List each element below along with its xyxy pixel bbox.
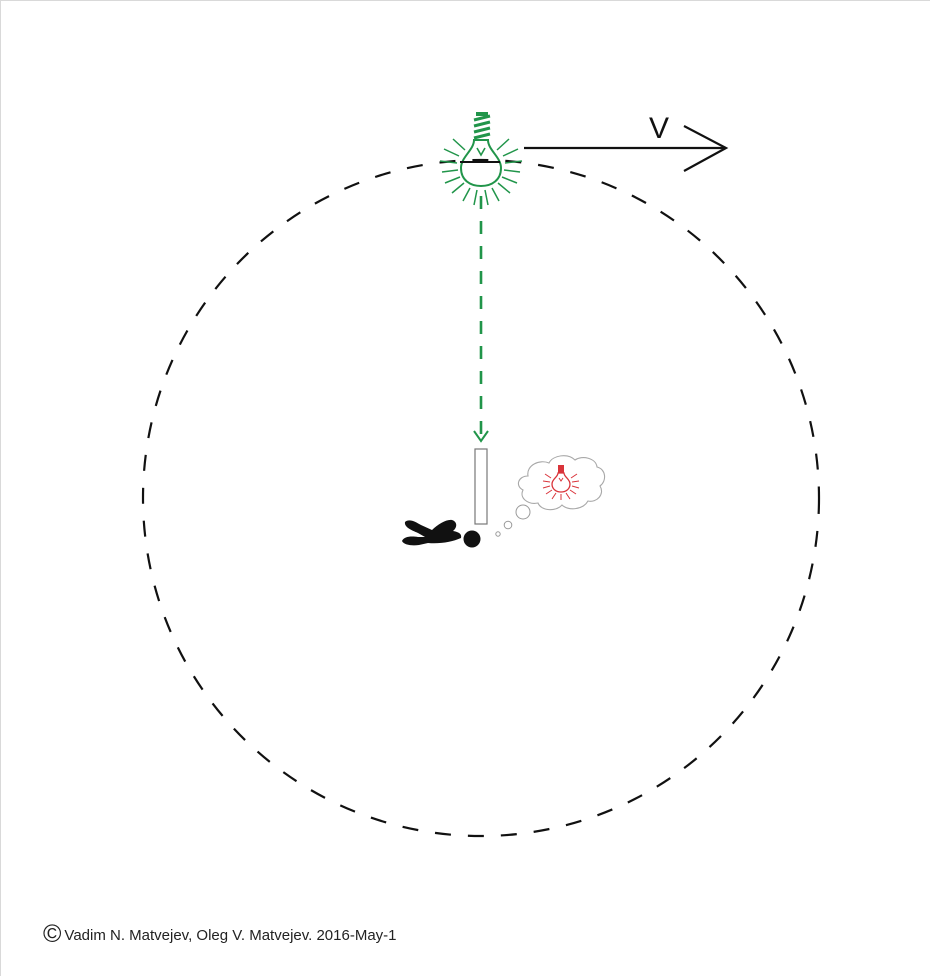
copyright-text: Vadim N. Matvejev, Oleg V. Matvejev. 201… <box>64 927 396 944</box>
copyright-symbol: © <box>43 924 61 944</box>
velocity-label: V <box>649 112 669 145</box>
light-ray-arrow <box>474 196 488 441</box>
copyright-notice: © Vadim N. Matvejev, Oleg V. Matvejev. 2… <box>43 925 397 945</box>
velocity-arrow <box>524 126 726 171</box>
thought-cloud <box>518 456 604 510</box>
observer-figure-icon <box>402 520 481 548</box>
thought-bubble-trail <box>496 505 530 536</box>
detector-screen <box>475 449 487 524</box>
green-lightbulb-icon <box>440 112 522 205</box>
